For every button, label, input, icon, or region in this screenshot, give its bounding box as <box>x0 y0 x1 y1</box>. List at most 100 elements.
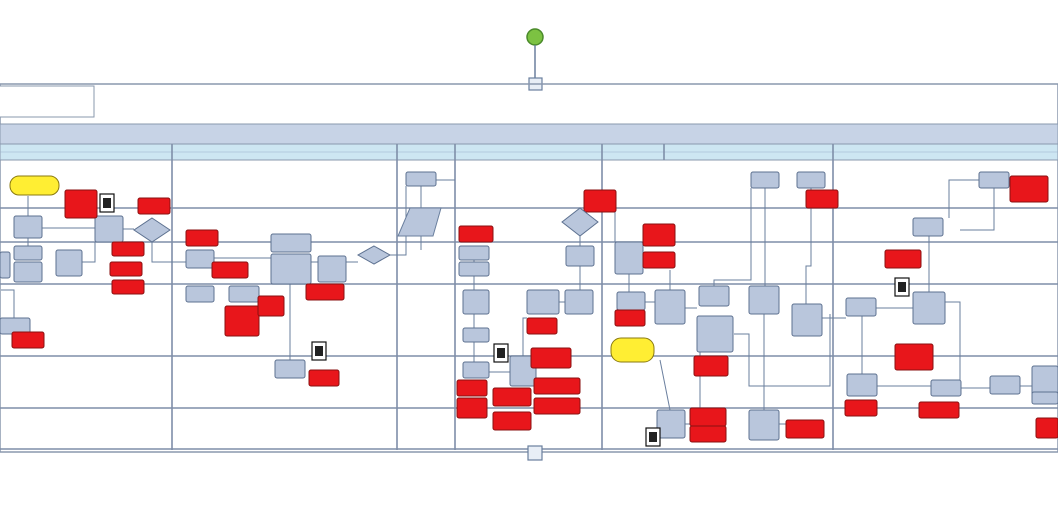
note-2[interactable] <box>610 337 655 363</box>
process-step-box[interactable] <box>274 359 306 379</box>
process-step-box[interactable] <box>748 285 780 315</box>
decision-gateway[interactable] <box>133 217 171 243</box>
issue-marker[interactable] <box>211 261 249 279</box>
document-icon-fill <box>649 432 657 442</box>
process-step-box[interactable] <box>565 245 595 267</box>
issue-marker[interactable] <box>689 425 727 443</box>
issue-marker[interactable] <box>458 225 494 243</box>
issue-marker[interactable] <box>137 197 171 215</box>
issue-marker[interactable] <box>526 317 558 335</box>
issue-marker[interactable] <box>530 347 572 369</box>
issue-marker[interactable] <box>492 411 532 431</box>
issue-marker[interactable] <box>111 241 145 257</box>
flow-connector <box>390 186 407 256</box>
document-icon-fill <box>898 282 906 292</box>
issue-marker[interactable] <box>642 251 676 269</box>
issue-marker[interactable] <box>257 295 285 317</box>
issue-marker[interactable] <box>109 261 143 277</box>
issue-marker[interactable] <box>614 309 646 327</box>
issue-marker[interactable] <box>64 189 98 219</box>
pool-header-band <box>0 123 1058 145</box>
flow-connector <box>948 179 979 218</box>
process-step-box[interactable] <box>791 303 823 337</box>
process-step-box[interactable] <box>1031 391 1058 405</box>
process-step-box[interactable] <box>846 373 878 397</box>
issue-marker[interactable] <box>642 223 676 247</box>
process-step-box[interactable] <box>978 171 1010 189</box>
process-step-box[interactable] <box>930 379 962 397</box>
issue-marker[interactable] <box>533 377 581 395</box>
process-step-box[interactable] <box>845 297 877 317</box>
issue-marker[interactable] <box>844 399 878 417</box>
issue-marker[interactable] <box>111 279 145 295</box>
flow-connector <box>82 242 96 263</box>
decision-gateway[interactable] <box>356 245 392 265</box>
process-step-box[interactable] <box>458 261 490 277</box>
issue-marker[interactable] <box>918 401 960 419</box>
process-step-box[interactable] <box>317 255 347 283</box>
document-icon-fill <box>103 198 111 208</box>
issue-marker[interactable] <box>1009 175 1049 203</box>
decision-gateway[interactable] <box>561 207 599 237</box>
process-step-box[interactable] <box>270 253 312 285</box>
data-object[interactable] <box>397 207 442 237</box>
issue-marker[interactable] <box>693 355 729 377</box>
process-step-box[interactable] <box>185 285 215 303</box>
process-step-box[interactable] <box>462 289 490 315</box>
process-step-box[interactable] <box>616 291 646 311</box>
flow-connector <box>960 188 995 231</box>
note-1[interactable] <box>9 175 60 196</box>
process-step-box[interactable] <box>654 289 686 325</box>
issue-marker[interactable] <box>11 331 45 349</box>
issue-marker[interactable] <box>785 419 825 439</box>
issue-marker[interactable] <box>533 397 581 415</box>
process-step-box[interactable] <box>228 285 260 303</box>
start-event-circle[interactable] <box>526 28 544 46</box>
process-step-box[interactable] <box>55 249 83 277</box>
process-step-box[interactable] <box>462 361 490 379</box>
issue-marker[interactable] <box>894 343 934 371</box>
flow-connector <box>734 314 831 387</box>
issue-marker[interactable] <box>224 305 260 337</box>
process-step-box[interactable] <box>185 249 215 269</box>
issue-marker[interactable] <box>308 369 340 387</box>
connectors <box>0 179 1032 425</box>
process-step-box[interactable] <box>989 375 1021 395</box>
process-step-box[interactable] <box>614 241 644 275</box>
process-step-box[interactable] <box>94 215 124 243</box>
issue-marker[interactable] <box>456 379 488 397</box>
bottom-handle[interactable] <box>527 445 543 461</box>
process-step-box[interactable] <box>0 251 11 279</box>
process-step-box[interactable] <box>509 355 537 387</box>
process-step-box[interactable] <box>13 215 43 239</box>
process-step-box[interactable] <box>912 217 944 237</box>
process-step-box[interactable] <box>912 291 946 325</box>
issue-marker[interactable] <box>805 189 839 209</box>
issue-marker[interactable] <box>456 397 488 419</box>
process-step-box[interactable] <box>698 285 730 307</box>
process-step-box[interactable] <box>462 327 490 343</box>
issue-marker[interactable] <box>305 283 345 301</box>
issue-marker[interactable] <box>1035 417 1058 439</box>
process-step-box[interactable] <box>564 289 594 315</box>
process-step-box[interactable] <box>405 171 437 187</box>
process-step-box[interactable] <box>748 409 780 441</box>
issue-marker[interactable] <box>884 249 922 269</box>
process-step-box[interactable] <box>458 245 490 261</box>
process-step-box[interactable] <box>696 315 734 353</box>
process-step-box[interactable] <box>750 171 780 189</box>
process-step-box[interactable] <box>526 289 560 315</box>
process-step-box[interactable] <box>796 171 826 189</box>
issue-marker[interactable] <box>583 189 617 213</box>
process-step-box[interactable] <box>13 245 43 261</box>
issue-marker[interactable] <box>492 387 532 407</box>
document-icon-fill <box>315 346 323 356</box>
issue-marker[interactable] <box>185 229 219 247</box>
flow-connector <box>598 211 616 242</box>
process-step-box[interactable] <box>13 261 43 283</box>
issue-markers <box>11 175 1058 443</box>
process-step-box[interactable] <box>270 233 312 253</box>
process-step-box[interactable] <box>656 409 686 439</box>
issue-marker[interactable] <box>689 407 727 427</box>
